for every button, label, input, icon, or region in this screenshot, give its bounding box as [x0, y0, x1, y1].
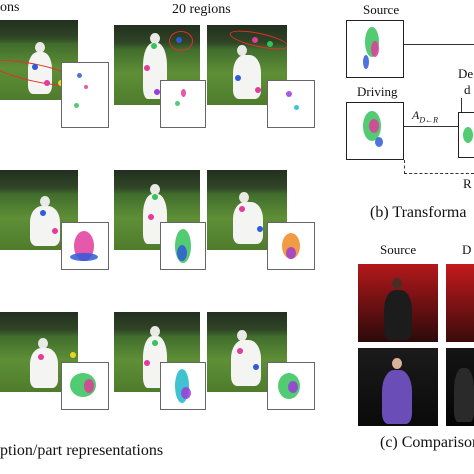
part-map-row3-col2 [160, 362, 206, 410]
source-arrow-line [404, 44, 474, 45]
source-heatmap [346, 20, 404, 78]
part-map-row2-col1 [61, 222, 109, 270]
frame-row1-col1 [0, 20, 78, 100]
source-label-2: Source [380, 242, 417, 257]
r-fragment: R [463, 176, 472, 191]
part-map-row3-col3 [267, 362, 315, 410]
part-map-row3-col1 [61, 362, 109, 410]
source-label: Source [363, 2, 400, 17]
transform-arrow [404, 126, 464, 127]
frame-row3-col2 [114, 312, 200, 392]
caption-c-fragment: (c) Comparison [380, 434, 474, 451]
driving-frame-1 [446, 264, 474, 342]
part-map-row1-col2 [160, 80, 206, 128]
source-frame-1 [358, 264, 438, 342]
part-map-row1-col1 [61, 62, 109, 128]
de-fragment-1: De [458, 66, 474, 81]
driving-label: Driving [357, 84, 398, 99]
driving-heatmap [346, 102, 404, 160]
deformed-heatmap-fragment [458, 112, 474, 158]
de-fragment-2: d [464, 82, 471, 97]
frame-row2-col1 [0, 170, 78, 250]
caption-b-fragment: (b) Transforma [370, 204, 467, 221]
dashed-feedback-vertical [404, 160, 405, 174]
transform-label: AD←R [412, 108, 439, 125]
dashed-feedback-line [404, 173, 474, 174]
d-fragment: D [462, 242, 472, 257]
frame-row1-col3 [207, 25, 287, 105]
part-map-row2-col2 [160, 222, 206, 270]
column-header-20-regions: 20 regions [172, 2, 231, 17]
source-frame-2 [358, 348, 438, 426]
caption-a-fragment: ption/part representations [0, 442, 164, 459]
driving-frame-2 [446, 348, 474, 426]
frame-row3-col3 [207, 312, 287, 392]
part-map-row2-col3 [267, 222, 315, 270]
column-header-fragment: ons [0, 0, 20, 15]
part-map-row1-col3 [267, 80, 315, 128]
down-arrow [461, 98, 462, 112]
